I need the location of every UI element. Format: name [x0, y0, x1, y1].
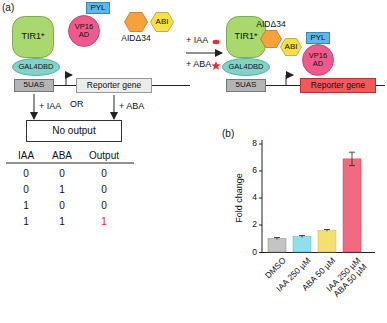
- node-label: No output: [52, 126, 95, 137]
- uas-box: 5UAS: [14, 79, 54, 92]
- table-cell: 0: [101, 200, 107, 211]
- table-cell: 0: [59, 200, 65, 211]
- panel-letter: (b): [222, 128, 234, 139]
- pyl-box: PYL: [86, 2, 110, 14]
- table-cell: 0: [59, 168, 65, 179]
- node-label: VP16 AD: [302, 52, 334, 68]
- hex-outline: [260, 30, 282, 48]
- table-cell: 1: [59, 216, 65, 227]
- tick-label: 4: [252, 193, 257, 202]
- edge-label: + ABA: [118, 102, 145, 112]
- arrow-connector: [34, 94, 35, 119]
- reaction-arrow: [186, 52, 222, 53]
- pyl-box: PYL: [306, 32, 330, 44]
- or-label: OR: [70, 100, 84, 110]
- reporter-box: Reporter gene: [76, 78, 152, 93]
- node-label: GAL4DBD: [18, 63, 53, 71]
- output-box: No output: [26, 120, 122, 142]
- node-label: 5UAS: [24, 81, 45, 89]
- table-cell: 0: [23, 168, 29, 179]
- node-label: PYL: [310, 34, 325, 42]
- tick-label: 8: [252, 139, 257, 148]
- panel-letter: (a): [2, 2, 14, 13]
- aba-icon: [211, 61, 220, 70]
- node-label: Reporter gene: [87, 81, 141, 90]
- bar: [343, 159, 361, 252]
- hex-outline: [124, 12, 148, 32]
- table-rule: [6, 163, 134, 164]
- promoter-arrow: [66, 75, 72, 86]
- tir1-protein: TIR1*: [12, 16, 54, 58]
- bar: [318, 230, 336, 252]
- error-bars: [274, 152, 355, 239]
- aid-hexagon: AIDΔ34: [260, 30, 282, 48]
- table-cell: 1: [101, 216, 107, 227]
- gal4dbd-domain: GAL4DBD: [12, 58, 60, 76]
- vp16-circle: VP16 AD: [68, 15, 100, 47]
- arrow-connector: [114, 95, 115, 119]
- bar: [293, 237, 311, 253]
- tick-label: 0: [252, 248, 257, 257]
- table-header: ABA: [52, 150, 72, 161]
- aid-hexagon: AIDΔ34: [124, 12, 148, 32]
- treatment-label: + ABA: [186, 60, 211, 70]
- node-label: TIR1*: [21, 32, 44, 41]
- table-cell: 0: [101, 184, 107, 195]
- node-label: GAL4DBD: [228, 63, 263, 71]
- node-label: PYL: [90, 4, 105, 12]
- tick-label: 2: [252, 220, 257, 229]
- node-label: 5UAS: [236, 81, 257, 89]
- treatment-label: + IAA: [186, 36, 208, 46]
- promoter-arrow: [286, 75, 293, 86]
- table-header: IAA: [18, 150, 34, 161]
- abi-hexagon: ABI: [150, 12, 174, 32]
- uas-box: 5UAS: [226, 79, 266, 92]
- node-label: Reporter gene: [311, 81, 365, 90]
- iaa-icon: [213, 40, 220, 44]
- gal4dbd-domain: GAL4DBD: [222, 58, 270, 76]
- y-axis: [262, 140, 263, 253]
- node-label: AIDΔ34: [121, 34, 150, 43]
- vp16-circle: VP16 AD: [302, 44, 334, 76]
- node-label: TIR1*: [234, 32, 257, 41]
- node-label: VP16 AD: [68, 23, 100, 39]
- table-cell: 0: [23, 184, 29, 195]
- table-cell: 1: [59, 184, 65, 195]
- node-label: ABI: [156, 18, 169, 26]
- axis-title: Fold change: [235, 173, 245, 223]
- edge-label: + IAA: [38, 102, 62, 112]
- bar: [268, 239, 286, 253]
- tick-label: 6: [252, 166, 257, 175]
- y-ticks: [259, 144, 262, 253]
- node-label: AIDΔ34: [256, 20, 285, 29]
- table-header: Output: [89, 150, 119, 161]
- abi-hexagon: ABI: [280, 38, 302, 56]
- node-label: ABI: [285, 43, 298, 51]
- reporter-box: Reporter gene: [300, 78, 376, 93]
- table-cell: 1: [23, 200, 29, 211]
- table-cell: 1: [23, 216, 29, 227]
- table-cell: 0: [101, 168, 107, 179]
